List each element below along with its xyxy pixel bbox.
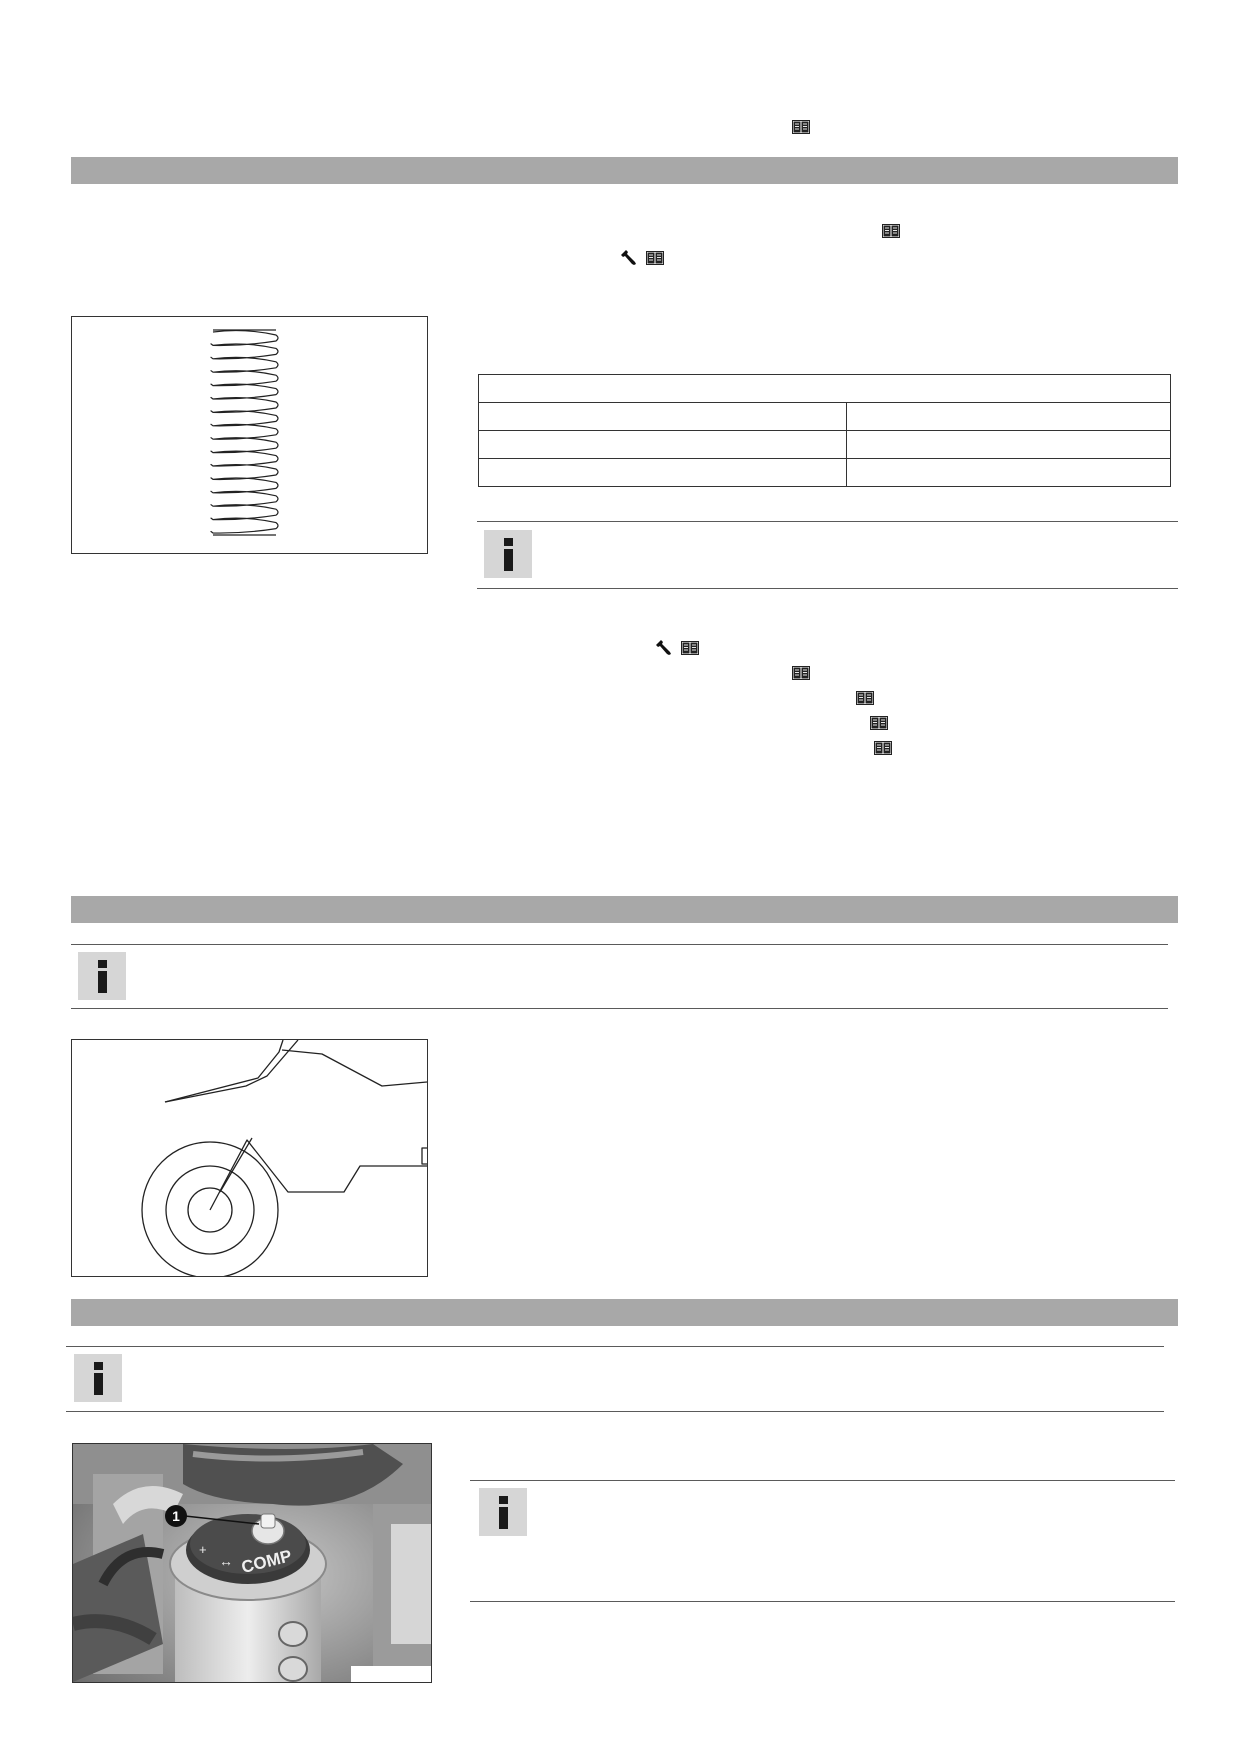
book-icon [882,224,900,238]
table-cell [846,402,1171,431]
table-header-row [478,374,1171,403]
book-icon [792,666,810,680]
book-icon [792,120,810,134]
info-icon [74,1354,122,1402]
section-header-bar [71,1299,1178,1326]
callout-number: 1 [172,1508,180,1524]
fork-adjuster-photo: + ↔ COMP 1 [72,1443,432,1683]
plus-sign-label: + [199,1542,207,1557]
info-box-top-rule [477,521,1178,522]
info-box-top-rule [71,944,1168,945]
book-icon [874,741,892,755]
specification-table [478,374,1171,487]
book-icon [681,641,699,655]
info-icon [479,1488,527,1536]
section-header-bar [71,896,1178,923]
table-cell [846,430,1171,459]
motorcycle-front-figure [71,1039,428,1277]
table-row [478,458,1171,487]
table-cell [478,402,847,431]
info-icon [78,952,126,1000]
book-icon [856,691,874,705]
table-cell [478,458,847,487]
book-icon [870,716,888,730]
spring-drawing [210,329,279,536]
info-box-bottom-rule [66,1411,1164,1412]
motorcycle-front-drawing [141,1040,427,1276]
book-icon [646,251,664,265]
spring-coil [210,329,279,534]
info-icon [484,530,532,578]
info-box-top-rule [66,1346,1164,1347]
table-row [478,402,1171,431]
wrench-icon [621,250,637,266]
info-box-bottom-rule [71,1008,1168,1009]
arrow-label: ↔ [219,1553,233,1569]
info-box-bottom-rule [477,588,1178,589]
table-cell [846,458,1171,487]
table-header-cell [478,374,1171,403]
info-box-bottom-rule [470,1601,1175,1602]
section-header-bar [71,157,1178,184]
wrench-icon [656,640,672,656]
info-box-top-rule [470,1480,1175,1481]
table-cell [478,430,847,459]
table-row [478,430,1171,459]
spring-figure [71,316,428,554]
